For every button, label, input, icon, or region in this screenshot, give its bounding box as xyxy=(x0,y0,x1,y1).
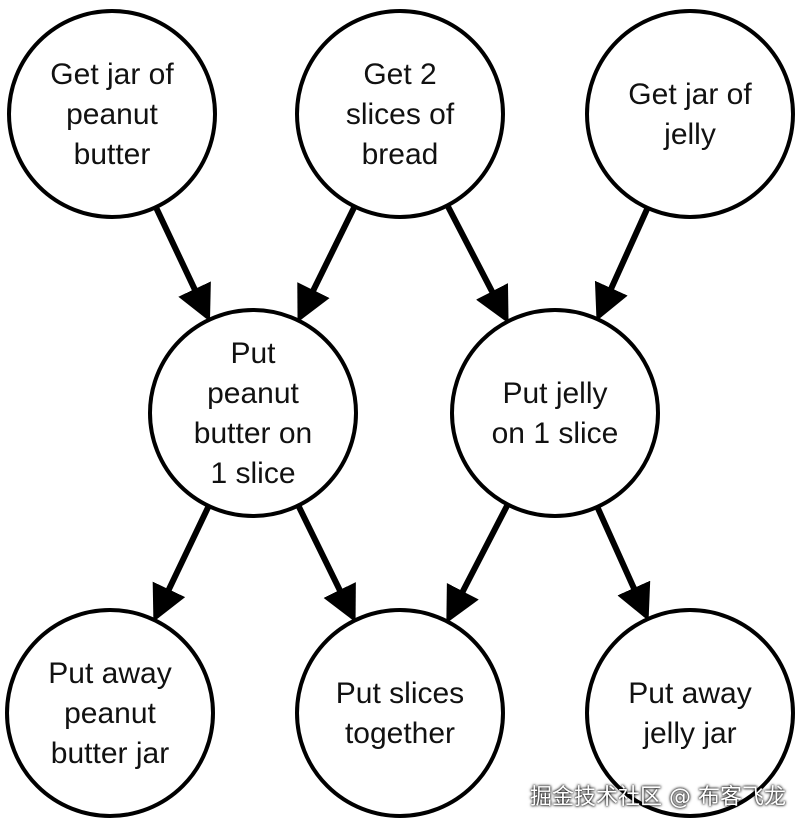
node-label-line: 1 slice xyxy=(210,457,295,490)
node-put-away-jelly: Put away jelly jar xyxy=(585,608,795,818)
node-label-line: Get jar of xyxy=(628,78,752,111)
node-put-slices-together: Put slices together xyxy=(295,608,505,818)
node-circle xyxy=(7,9,217,219)
node-label-line: butter on xyxy=(194,417,312,450)
arrow-get-peanut-butter-to-put-peanut-butter xyxy=(153,205,211,322)
arrow-get-bread-to-put-peanut-butter xyxy=(297,205,358,323)
arrow-put-jelly-to-put-slices-together xyxy=(446,503,511,624)
node-circle xyxy=(148,308,358,518)
node-get-peanut-butter: Get jar of peanut butter xyxy=(7,9,217,219)
node-label-line: slices of xyxy=(346,98,455,131)
node-circle xyxy=(295,9,505,219)
node-put-jelly: Put jelly on 1 slice xyxy=(450,308,660,518)
node-label-line: Put jelly xyxy=(502,377,607,410)
edges-layer xyxy=(152,204,651,624)
watermark: 掘金技术社区 @ 布客飞龙 xyxy=(530,785,786,810)
node-label-line: Get 2 xyxy=(363,58,436,91)
node-label-line: Put away xyxy=(628,677,751,710)
node-label-line: butter xyxy=(74,138,151,171)
node-put-peanut-butter: Put peanut butter on 1 slice xyxy=(148,308,358,518)
node-get-bread: Get 2 slices of bread xyxy=(295,9,505,219)
node-label-line: Put away xyxy=(48,657,171,690)
node-circle xyxy=(295,608,505,818)
node-get-jelly: Get jar of jelly xyxy=(585,9,795,219)
node-circle xyxy=(450,308,660,518)
node-label-line: Put slices xyxy=(336,677,464,710)
node-circle xyxy=(5,608,215,818)
arrow-put-jelly-to-put-away-jelly xyxy=(594,505,651,621)
node-circle xyxy=(585,608,795,818)
node-label-line: peanut xyxy=(66,98,158,131)
node-label-line: peanut xyxy=(64,697,156,730)
nodes-layer: Get jar of peanut butter Get 2 slices of brea… xyxy=(5,9,795,818)
arrow-put-peanut-butter-to-put-away-peanut-butter xyxy=(152,504,212,622)
arrow-put-peanut-butter-to-put-slices-together xyxy=(295,504,356,623)
node-label-line: Put xyxy=(230,337,276,370)
node-label-line: bread xyxy=(362,138,439,171)
arrow-get-bread-to-put-jelly xyxy=(444,204,509,324)
arrow-get-jelly-to-put-jelly xyxy=(594,206,651,321)
node-put-away-peanut-butter: Put away peanut butter jar xyxy=(5,608,215,818)
node-label-line: on 1 slice xyxy=(492,417,619,450)
node-circle xyxy=(585,9,795,219)
node-label-line: peanut xyxy=(207,377,299,410)
node-label-line: together xyxy=(345,717,455,750)
node-label-line: jelly xyxy=(663,118,716,151)
node-label-line: butter jar xyxy=(51,737,169,770)
node-label-line: jelly jar xyxy=(642,717,736,750)
node-label-line: Get jar of xyxy=(50,58,174,91)
